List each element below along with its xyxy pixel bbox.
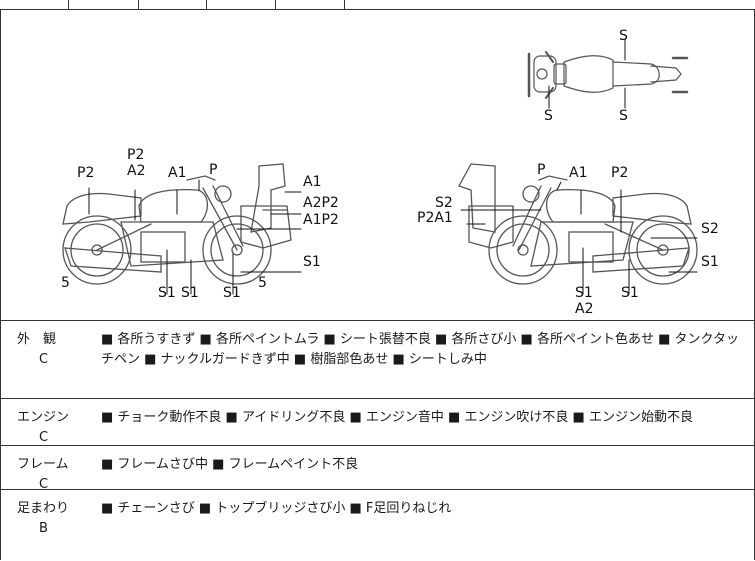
condition-category: 足まわり B [17, 499, 87, 539]
table-divider [344, 0, 345, 9]
right-view-label: S1 [701, 254, 719, 270]
condition-items: ■ フレームさび中 ■ フレームペイント不良 [101, 457, 359, 472]
motorcycle-left-view [62, 163, 302, 295]
left-view-label: S1 [223, 285, 241, 301]
right-view-label: S1 [575, 285, 593, 301]
condition-row-engine: エンジン C ■ チョーク動作不良 ■ アイドリング不良 ■ エンジン音中 ■ … [1, 398, 754, 446]
left-view-label: A1P2 [303, 212, 339, 228]
right-view-label: A1 [569, 165, 588, 181]
damage-diagram: S S S P2 A2 P2 A1 P A1 A2P2 A1P2 5 S1 S1… [0, 10, 755, 321]
category-grade: C [39, 477, 49, 492]
condition-items: ■ チョーク動作不良 ■ アイドリング不良 ■ エンジン音中 ■ エンジン吹け不… [101, 410, 693, 425]
condition-table: 外 観 C ■ 各所うすきず ■ 各所ペイントムラ ■ シート張替不良 ■ 各所… [0, 320, 755, 560]
motorcycle-right-view [458, 163, 698, 295]
right-view-label: A2 [575, 301, 594, 317]
category-label: エンジン [17, 410, 70, 425]
right-view-label: S1 [621, 285, 639, 301]
left-view-label: A1 [303, 174, 322, 190]
condition-category: フレーム C [17, 455, 87, 495]
header-table-row [0, 0, 755, 10]
left-view-label: 5 [258, 275, 267, 291]
condition-row-exterior: 外 観 C ■ 各所うすきず ■ 各所ペイントムラ ■ シート張替不良 ■ 各所… [1, 320, 754, 399]
left-view-label: 5 [61, 275, 70, 291]
left-view-label: P [209, 162, 218, 178]
category-label: 足まわり [17, 501, 70, 516]
right-view-label: P2 [611, 165, 629, 181]
category-label: 外 観 [17, 332, 57, 347]
top-view-label: S [544, 108, 553, 124]
motorcycle-top-view [527, 39, 689, 109]
left-view-label: P2 [77, 165, 95, 181]
left-view-label: P2 [127, 147, 145, 163]
condition-row-frame: フレーム C ■ フレームさび中 ■ フレームペイント不良 [1, 445, 754, 492]
table-divider [206, 0, 207, 9]
left-view-label: A2 [127, 163, 146, 179]
left-view-label: A2P2 [303, 195, 339, 211]
table-divider [275, 0, 276, 9]
left-view-label: S1 [303, 254, 321, 270]
table-divider [68, 0, 69, 9]
condition-items: ■ チェーンさび ■ トップブリッジさび小 ■ F足回りねじれ [101, 501, 452, 516]
motorcycle-diagram-drawing [62, 39, 698, 295]
left-view-label: A1 [168, 165, 187, 181]
left-view-label: S1 [181, 285, 199, 301]
condition-items: ■ 各所うすきず ■ 各所ペイントムラ ■ シート張替不良 ■ 各所さび小 ■ … [101, 332, 739, 367]
right-view-label: P2A1 [417, 210, 453, 226]
category-label: フレーム [17, 457, 69, 472]
category-grade: C [39, 430, 49, 445]
right-view-label: S2 [435, 195, 453, 211]
right-view-label: S2 [701, 221, 719, 237]
right-view-label: P [537, 162, 546, 178]
top-view-label: S [619, 108, 628, 124]
category-grade: B [39, 521, 48, 536]
category-grade: C [39, 352, 49, 367]
condition-row-suspension: 足まわり B ■ チェーンさび ■ トップブリッジさび小 ■ F足回りねじれ [1, 489, 754, 560]
condition-category: エンジン C [17, 408, 87, 448]
top-view-label: S [619, 28, 628, 44]
table-divider [138, 0, 139, 9]
condition-category: 外 観 C [17, 330, 87, 370]
left-view-label: S1 [158, 285, 176, 301]
